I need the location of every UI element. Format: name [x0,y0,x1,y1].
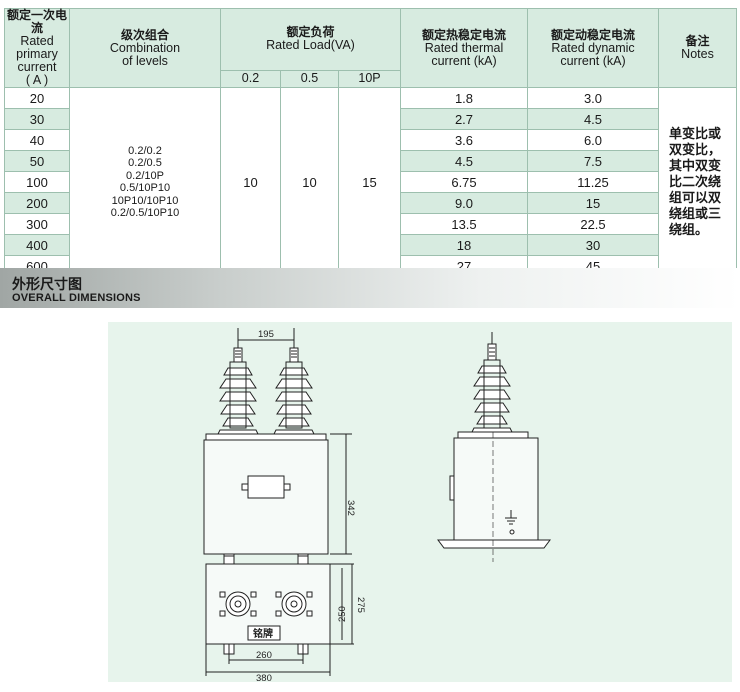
cell-dynamic: 11.25 [527,171,659,193]
cell-current: 30 [4,108,70,130]
cell-current: 300 [4,213,70,235]
combination-item: 10P10/10P10 [111,194,179,207]
cell-thermal: 6.75 [400,171,528,193]
section-title-zh: 外形尺寸图 [12,276,82,292]
dim-mount-spacing: 260 [256,650,272,661]
notes-line: 比二次绕 [669,174,722,189]
cell-thermal: 1.8 [400,87,528,109]
cell-load-0-5: 10 [280,87,339,277]
header-rated-load: 额定负荷 Rated Load(VA) [220,8,401,71]
cell-notes: 单变比或 双变比， 其中双变 比二次绕 组可以双 绕组或三 绕组。 [658,87,737,277]
notes-line: 绕组。 [669,222,709,237]
plan-view [205,555,354,676]
terminal-right-icon [275,591,313,617]
section-title-en: OVERALL DIMENSIONS [12,292,141,304]
cell-dynamic: 7.5 [527,150,659,172]
cell-load-0-2: 10 [220,87,281,277]
notes-line: 单变比或 [669,126,722,141]
terminal-left-icon [219,591,257,617]
section-header-bar [0,268,740,308]
cell-dynamic: 4.5 [527,108,659,130]
dim-base-depth-inner: 250 [337,606,348,622]
cell-current: 100 [4,171,70,193]
table-row: 100 6.75 11.25 [4,171,737,193]
notes-line: 绕组或三 [669,206,722,221]
notes-line: 双变比， [669,142,722,157]
cell-dynamic: 15 [527,192,659,214]
cell-thermal: 13.5 [400,213,528,235]
cell-thermal: 9.0 [400,192,528,214]
combination-item: 0.2/0.2 [128,144,162,157]
table-row: 20 0.2/0.2 0.2/0.5 0.2/10P 0.5/10P10 10P… [4,87,737,277]
cell-combinations: 0.2/0.2 0.2/0.5 0.2/10P 0.5/10P10 10P10/… [69,87,221,277]
spec-table: 额定一次电流 Rated primary current ( A ) 级次组合 … [4,8,737,277]
header-combination-of-levels: 级次组合 Combination of levels [69,8,221,88]
cell-dynamic: 30 [527,234,659,256]
cell-current: 400 [4,234,70,256]
cell-current: 20 [4,87,70,109]
dim-top-spacing: 195 [258,329,274,340]
header-notes: 备注 Notes [658,8,737,88]
cell-dynamic: 6.0 [527,129,659,151]
cell-thermal: 2.7 [400,108,528,130]
combination-item: 0.2/0.5 [128,157,162,169]
cell-load-10p: 15 [338,87,401,277]
cell-thermal: 3.6 [400,129,528,151]
dimensions-drawing-panel: 195 342 250 275 260 380 铭牌 [108,322,732,682]
side-view [437,332,551,562]
dim-base-width: 380 [256,673,272,682]
bushing-left-icon [217,344,259,435]
dim-height: 342 [345,500,356,516]
header-load-10p: 10P [338,69,401,89]
header-rated-primary-current: 额定一次电流 Rated primary current ( A ) [4,8,70,88]
header-rated-thermal-current: 额定热稳定电流 Rated thermal current (kA) [400,8,528,88]
notes-line: 组可以双 [669,190,722,205]
cell-current: 50 [4,150,70,172]
notes-line: 其中双变 [669,158,722,173]
cell-dynamic: 3.0 [527,87,659,109]
table-row: 40 3.6 6.0 [4,129,737,151]
cell-thermal: 18 [400,234,528,256]
cell-current: 200 [4,192,70,214]
combination-item: 0.5/10P10 [119,182,171,194]
dimensions-drawing: 195 342 250 275 260 380 铭牌 [203,328,551,682]
combination-item: 0.2/10P [126,169,164,182]
cell-current: 40 [4,129,70,151]
header-load-0-5: 0.5 [280,69,339,89]
cell-dynamic: 22.5 [527,213,659,235]
header-rated-dynamic-current: 额定动稳定电流 Rated dynamic current (kA) [527,8,659,88]
combination-item: 0.2/0.5/10P10 [110,207,180,219]
section-header: 外形尺寸图 OVERALL DIMENSIONS [0,268,740,310]
table-row: 300 13.5 22.5 [4,213,737,235]
header-load-0-2: 0.2 [220,69,281,89]
nameplate-label: 铭牌 [253,627,273,640]
cell-thermal: 4.5 [400,150,528,172]
front-view [203,328,352,561]
bushing-right-icon [273,344,315,435]
dim-base-depth-outer: 275 [355,597,366,613]
